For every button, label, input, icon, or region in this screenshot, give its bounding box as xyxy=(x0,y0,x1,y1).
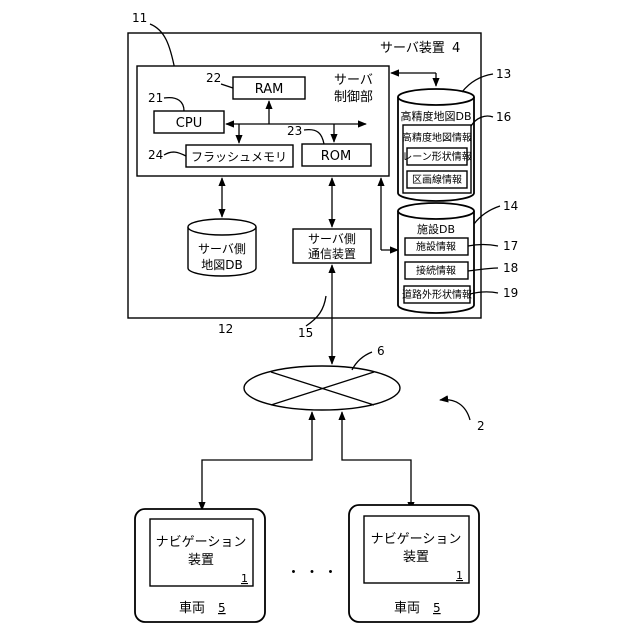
vehicle-ref: 5 xyxy=(218,601,226,615)
hd-map-db-title: 高精度地図DB xyxy=(400,109,471,123)
lane-shape-label: レーン形状情報 xyxy=(402,150,472,163)
ref-22: 22 xyxy=(206,71,221,85)
server-control-title-2: 制御部 xyxy=(334,90,373,105)
vehicle-ellipsis: ・ ・ ・ xyxy=(287,565,338,581)
ref-6: 6 xyxy=(377,344,385,358)
server-map-db-label-1: サーバ側 xyxy=(198,242,246,256)
cpu-label: CPU xyxy=(176,116,202,131)
connection-info-label: 接続情報 xyxy=(416,264,456,277)
ref-2-leader xyxy=(440,400,470,420)
vehicle-label: 車両 xyxy=(394,601,420,616)
ref-18: 18 xyxy=(503,261,518,275)
ref-15: 15 xyxy=(298,326,313,340)
ref-24: 24 xyxy=(148,148,163,162)
vehicle-1: ナビゲーション 装置 1 車両 5 xyxy=(135,509,265,622)
server-map-db: サーバ側 地図DB xyxy=(188,219,256,276)
nav-device-ref: 1 xyxy=(241,572,248,585)
ref-2: 2 xyxy=(477,419,485,433)
ref-19: 19 xyxy=(503,286,518,300)
arrow-network-vehicle-2 xyxy=(342,412,411,510)
hd-map-info-title: 高精度地図情報 xyxy=(402,131,472,144)
hd-map-db: 高精度地図DB 高精度地図情報 レーン形状情報 区画線情報 xyxy=(398,89,474,201)
ref-11: 11 xyxy=(132,11,147,25)
server-comm-label-2: 通信装置 xyxy=(308,247,356,261)
network-node xyxy=(244,366,400,410)
ref-13: 13 xyxy=(496,67,511,81)
server-control-title-1: サーバ xyxy=(334,73,373,88)
vehicle-2: ナビゲーション 装置 1 車両 5 xyxy=(349,505,479,622)
rom-label: ROM xyxy=(321,149,351,164)
server-comm-label-1: サーバ側 xyxy=(308,232,356,246)
ref-17-leader xyxy=(468,245,498,247)
lane-marking-label: 区画線情報 xyxy=(412,173,462,186)
nav-device-label-1: ナビゲーション xyxy=(371,532,462,547)
ref-14: 14 xyxy=(503,199,518,213)
ref-17: 17 xyxy=(503,239,518,253)
ref-16: 16 xyxy=(496,110,511,124)
offroad-shape-label: 道路外形状情報 xyxy=(402,288,472,301)
ram-label: RAM xyxy=(255,82,284,97)
nav-device-ref: 1 xyxy=(456,569,463,582)
server-map-db-label-2: 地図DB xyxy=(201,258,242,272)
facility-db-title: 施設DB xyxy=(417,222,455,236)
ref-21: 21 xyxy=(148,91,163,105)
vehicle-ref: 5 xyxy=(433,601,441,615)
vehicle-label: 車両 xyxy=(179,601,205,616)
server-device-title: サーバ装置 xyxy=(380,41,445,56)
server-device-number: 4 xyxy=(452,41,460,56)
flash-memory-label: フラッシュメモリ xyxy=(191,150,287,164)
nav-device-label-2: 装置 xyxy=(403,550,429,565)
facility-db: 施設DB 施設情報 接続情報 道路外形状情報 xyxy=(398,203,474,313)
nav-device-label-2: 装置 xyxy=(188,553,214,568)
ref-12: 12 xyxy=(218,322,233,336)
facility-info-label: 施設情報 xyxy=(416,240,456,253)
arrow-network-vehicle-1 xyxy=(202,412,312,510)
ref-23: 23 xyxy=(287,124,302,138)
nav-device-label-1: ナビゲーション xyxy=(156,535,247,550)
